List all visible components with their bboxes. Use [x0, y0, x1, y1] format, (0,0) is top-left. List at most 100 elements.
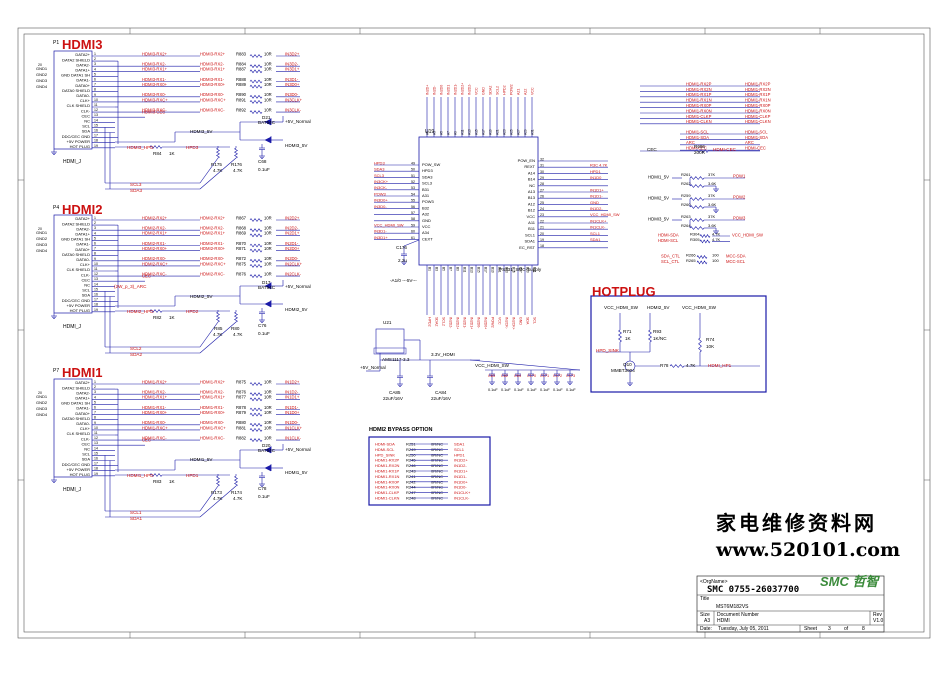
u19-right-net: SDA1 [590, 237, 601, 242]
hdmi3-pin-label: CLK SHIELD [67, 103, 90, 108]
hdmi1-pin-num: 6 [94, 406, 96, 410]
hdmi3-mid-net: HDMI3-RX0+ [200, 82, 226, 87]
hdmi1-cap: C78 [258, 486, 267, 491]
hdmi3-title: HDMI3 [62, 37, 103, 52]
pow-v2: 3.6K [708, 223, 717, 228]
pow-res2 [689, 184, 705, 188]
hdmi2-pin-label: DATA1+ [75, 232, 90, 237]
hdmi2-in-net: HDMI2-RX0- [142, 256, 167, 261]
hdmi2-cap-val: 0.1uF [258, 331, 270, 336]
hdmi2-pin-num: 12 [94, 272, 98, 276]
hdmi3-res-val: 10R [264, 62, 272, 67]
hdmi1-pin-label: DDC/CEC GND [62, 462, 90, 467]
u19-right-pin-name: SCL1 [525, 232, 536, 237]
hdmi3-res-val: 10R [264, 82, 272, 87]
u19-right-pin-num: 26 [540, 195, 544, 199]
u19-right-net: IN1D1+ [590, 187, 604, 192]
hdmi2-res-ref: R867 [236, 215, 247, 220]
hdmi1-title: HDMI1 [62, 365, 103, 380]
hp-vcc3: VCC_HDMI_SW [682, 305, 716, 310]
hdmi1-pin-label: DATA0- [76, 421, 90, 426]
hdmi1-5v-net: HDMI1_5V [190, 457, 213, 462]
u19-top-pin-name: A27 [517, 129, 521, 135]
hdmi3-pin-label: SDA [82, 129, 91, 134]
hdmi2-gnd-pin-1: GND2 [36, 236, 48, 241]
u19-top-pin-name: A15 [475, 129, 479, 135]
hdmi2-pin-num: 1 [94, 216, 96, 220]
hdmi3-pin-label: SCL [82, 124, 91, 129]
hdmi1-res-val: 10R [264, 379, 272, 384]
hdmi1-cap-val: 0.1uF [258, 494, 270, 499]
hdmi3-gnd-num: 20 [38, 63, 42, 67]
hdmi1-connector-body [53, 378, 93, 478]
u19-bottom-net: IN2D1- [463, 317, 467, 329]
u19-top-pin-name: A23 [503, 129, 507, 135]
u19-left-pin-name: VCC [422, 224, 431, 229]
u19-left-pin-num: 57 [411, 211, 415, 215]
u19-right-net: IN1D0 [590, 175, 602, 180]
hdmi1-res-val: 10R [264, 410, 272, 415]
hdmi1-pin-label: SDA [82, 457, 91, 462]
right-net-out2: HDMI1-SCL [745, 129, 768, 134]
u19-right-pin-num: 28 [540, 182, 544, 186]
right-net-out: HDMI1-RX2N [745, 87, 771, 92]
hdmi2-res-val: 10R [264, 272, 272, 277]
hdmi2-pin-label: DATA1- [76, 242, 90, 247]
hdmi3-5v-net: HDMI3_5V [190, 129, 213, 134]
u19-left-pin-name: SCL3 [422, 181, 433, 186]
right-net-in: HDMI1-RX1P [686, 92, 712, 97]
hdmi1-pin-label: SCL [82, 452, 91, 457]
hdmi3-pin-num: 13 [94, 113, 98, 117]
u19-right-pin-num: 18 [540, 244, 544, 248]
hotplug-title: HOTPLUG [592, 284, 656, 299]
hotplug-frame [590, 295, 767, 393]
u19-left-net: HPD3 [374, 160, 385, 165]
u19-right-net: IN1D1- [590, 194, 603, 199]
hdmi2-pin-label: CLK- [81, 272, 91, 277]
hdmi1-res-ref: R879 [236, 410, 247, 415]
bypass-right: IN1D0- [454, 485, 467, 490]
tb-rev: V1.0 [873, 618, 884, 624]
u19-bottom-pin-name: B1 [428, 267, 432, 271]
u19-left-pin-name: POW3 [422, 199, 435, 204]
hp-r78v: 4.7K [686, 363, 696, 368]
hdmi3-res-val: 10R [264, 97, 272, 102]
hdmi2-series-res [249, 233, 263, 238]
hdmi1-5v-net-out: HDMI1_5V [285, 470, 308, 475]
hdmi2-res-val: 10R [264, 231, 272, 236]
hdmi3-res-ref: R891 [236, 97, 247, 102]
hdmi3-series-res [249, 94, 263, 99]
hdmi3-in-net: HDMI3-RX0+ [142, 82, 168, 87]
u19-left-pin-name: A31 [422, 193, 430, 198]
u19-top-net: IN2D1- [454, 83, 458, 95]
sda-left: HDMI-SCL [658, 238, 679, 243]
u19-top-pin-name: A31 [531, 129, 535, 135]
right-net-out2: HDMI-CEC [745, 146, 766, 151]
u19-bottom-pin-name: B23 [505, 267, 509, 273]
bypass-left: HDMI1-RX0N [375, 485, 400, 490]
ldo-cap-val: 0.1uF [488, 388, 498, 392]
hdmi1-series-res [249, 392, 263, 397]
hdmi2-out-net: IN2CLK- [285, 272, 302, 277]
bypass-left: HDMI-SDA [375, 442, 395, 447]
hdmi2-scl-wire [199, 321, 219, 348]
hdmi3-res-val: 10R [264, 67, 272, 72]
hdmi2-pin-num: 4 [94, 231, 96, 235]
hdmi3-5v-net-out: HDMI3_5V [285, 143, 308, 148]
hp-r93v: 1K/NC [653, 336, 667, 341]
hdmi2-in-net: HDMI2-RX0+ [142, 246, 168, 251]
hdmi1-pin-num: 12 [94, 436, 98, 440]
bypass-left: HDMI1-RX0P [375, 479, 400, 484]
hdmi1-pin-label: DATA2- [76, 390, 90, 395]
hdmi3-scl: SCL3 [130, 182, 142, 187]
ldo-out: 3.3V_HDMI [431, 352, 455, 357]
hdmi3-pin-label: NC [84, 119, 90, 124]
pow-net: HDMI3_5V [648, 217, 669, 222]
u19-right-pin-num: 23 [540, 213, 544, 217]
hdmi3-pin-num: 17 [94, 134, 98, 138]
u19-bottom-net: IN2D1+ [470, 317, 474, 329]
right-net-out: HDMI1-CLKN [745, 119, 771, 124]
hdmi2-ref: P4 [53, 205, 60, 211]
hdmi2-out-net: IN2D2- [285, 226, 299, 231]
hdmi2-gnd-num: 20 [38, 227, 42, 231]
